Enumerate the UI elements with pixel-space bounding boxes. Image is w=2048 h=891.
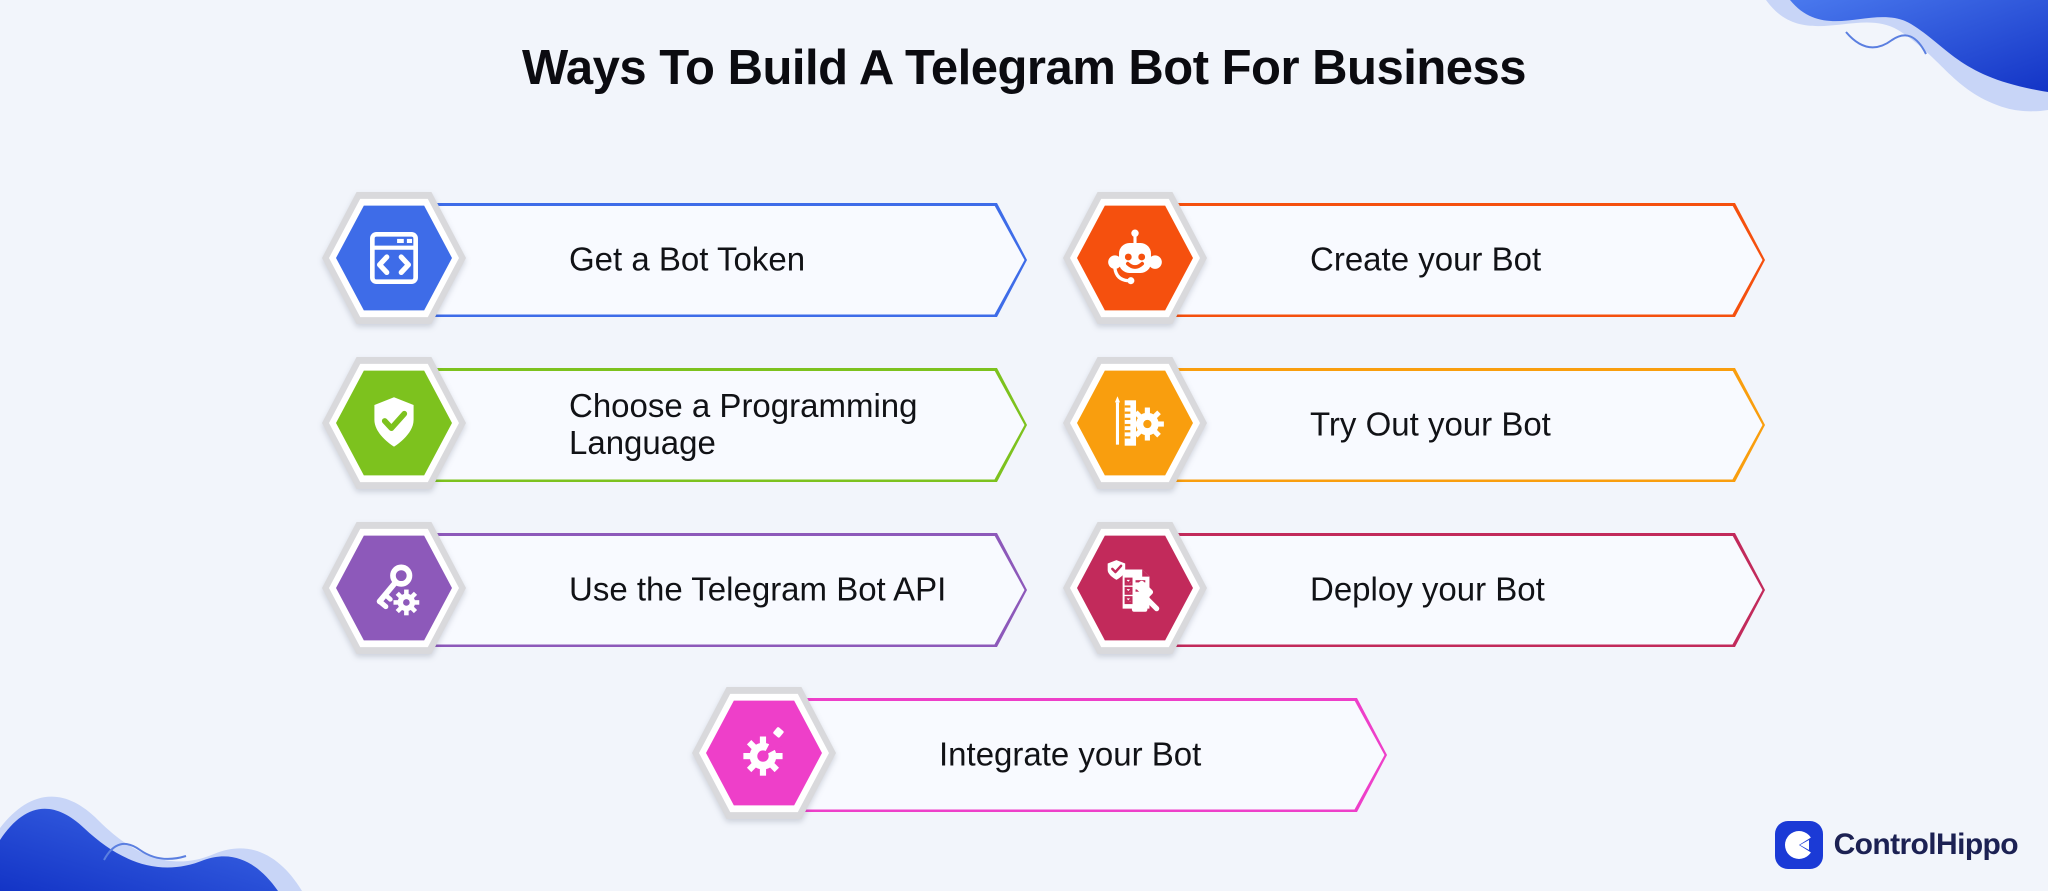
step-label: Get a Bot Token (569, 240, 806, 278)
banner-fill (757, 701, 1385, 810)
banner-fill (387, 536, 1025, 645)
step-label: Create your Bot (1310, 240, 1542, 278)
step-label: Try Out your Bot (1310, 405, 1551, 443)
step-choose-a-programming-language: Choose a Programming Language (322, 355, 1027, 495)
controlhippo-logo-icon (1774, 821, 1823, 869)
step-banner: Use the Telegram Bot API (384, 533, 1027, 647)
code-window-icon (370, 231, 418, 285)
step-hexagon-badge (322, 355, 466, 491)
step-hexagon-badge (1063, 520, 1207, 656)
step-label: Deploy your Bot (1310, 570, 1545, 608)
step-hexagon-badge (692, 685, 836, 821)
step-hexagon-badge (1063, 190, 1207, 326)
step-hexagon-badge (1063, 355, 1207, 491)
page-title: Ways To Build A Telegram Bot For Busines… (521, 41, 1527, 95)
key-gear-icon (376, 564, 420, 616)
banner-fill (1128, 536, 1763, 645)
step-deploy-your-bot: Deploy your Bot (1063, 520, 1765, 660)
robot-assistant-icon (1108, 229, 1162, 285)
controlhippo-logo-text: ControlHippo (1833, 828, 2019, 861)
segmented-gear-icon (743, 727, 784, 776)
hexagon-fill (336, 205, 452, 311)
step-banner: Choose a Programming Language (384, 368, 1027, 482)
bottom-left-wave-decoration (0, 796, 302, 891)
banner-fill (1128, 371, 1763, 480)
step-banner: Create your Bot (1125, 203, 1765, 317)
controlhippo-logo: ControlHippo (1774, 821, 2019, 869)
ruler-gear-icon (1114, 396, 1164, 446)
step-try-out-your-bot: Try Out your Bot (1063, 355, 1765, 495)
banner-fill (387, 371, 1025, 480)
step-integrate-your-bot: Integrate your Bot (692, 685, 1387, 825)
step-hexagon-badge (322, 520, 466, 656)
step-banner: Integrate your Bot (754, 698, 1387, 812)
step-use-the-telegram-bot-api: Use the Telegram Bot API (322, 520, 1027, 660)
step-banner: Get a Bot Token (384, 203, 1027, 317)
step-banner: Try Out your Bot (1125, 368, 1765, 482)
step-label: Integrate your Bot (939, 735, 1202, 773)
step-label: Choose a Programming Language (569, 387, 918, 461)
step-create-your-bot: Create your Bot (1063, 190, 1765, 330)
step-label: Use the Telegram Bot API (569, 570, 947, 608)
step-get-a-bot-token: Get a Bot Token (322, 190, 1027, 330)
banner-fill (1128, 206, 1763, 315)
checklist-gavel-icon (1107, 560, 1160, 612)
step-banner: Deploy your Bot (1125, 533, 1765, 647)
step-hexagon-badge (322, 190, 466, 326)
banner-fill (387, 206, 1025, 315)
shield-check-icon (374, 397, 414, 447)
